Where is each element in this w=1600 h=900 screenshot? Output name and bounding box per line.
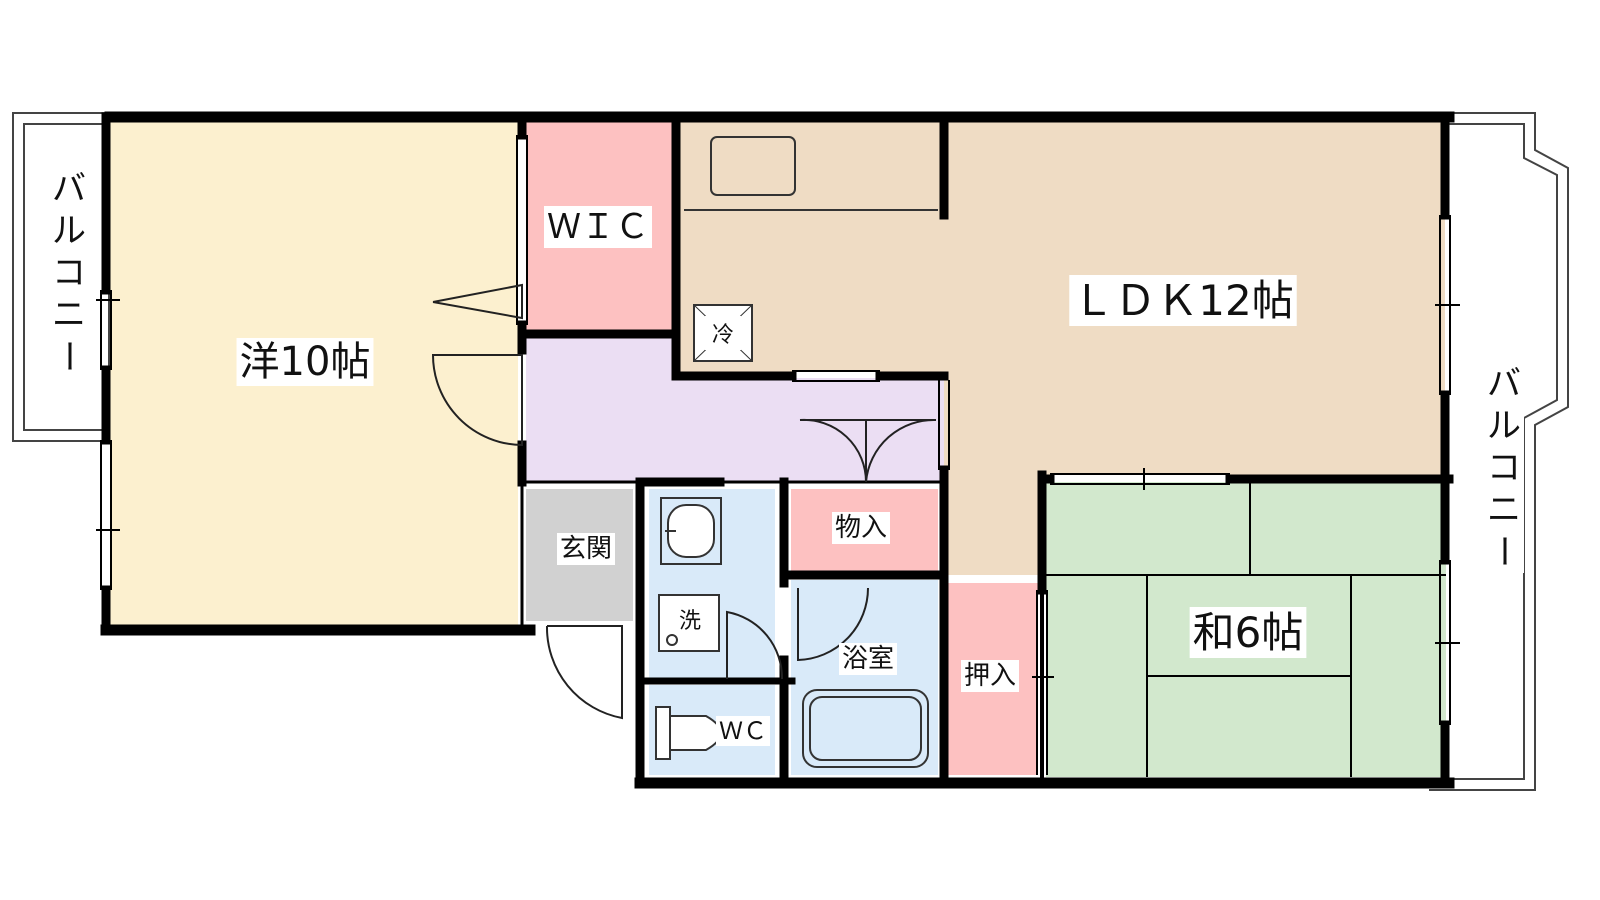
room-label-closet: 押入: [964, 661, 1016, 691]
label-background: [1069, 275, 1297, 326]
room-label-japanese: 和6帖: [1193, 608, 1304, 657]
door-swings: [431, 283, 937, 720]
walls: [100, 111, 1455, 789]
label-background: [960, 660, 1020, 692]
label-background: [236, 338, 374, 386]
label-background: [1484, 489, 1524, 531]
balcony-left-char: バ: [52, 169, 86, 209]
balcony-left-char: コ: [52, 253, 86, 293]
fridge-label: 冷: [712, 323, 734, 348]
label-background: [675, 608, 705, 635]
windows: [96, 135, 1460, 775]
room-label-entrance: 玄関: [560, 534, 612, 564]
washbasin-icon: [660, 497, 722, 565]
washing-machine-icon: [658, 594, 720, 652]
fridge-icon: [693, 304, 753, 362]
toilet-icon: [655, 706, 722, 760]
balcony-right-char: ー: [1483, 534, 1523, 568]
label-background: [544, 206, 652, 248]
tatami-lines: [1046, 482, 1446, 777]
room-hall: [526, 338, 944, 482]
balcony-left-char: ニ: [52, 295, 86, 335]
label-background: [716, 716, 770, 746]
room-ldk: [672, 121, 1445, 575]
label-background: [1484, 447, 1524, 489]
label-background: [49, 252, 89, 294]
balcony-right-label: バ ル コ ニ ー: [1483, 363, 1524, 573]
label-background: [1484, 531, 1524, 573]
bathtub-icon: [802, 689, 929, 768]
label-background: [49, 168, 89, 210]
label-background: [1189, 607, 1307, 658]
room-label-storage: 物入: [835, 513, 887, 543]
balcony-right-char: コ: [1487, 448, 1521, 488]
balcony-right-char: バ: [1487, 364, 1521, 404]
room-label-western: 洋10帖: [240, 339, 371, 385]
label-background: [49, 210, 89, 252]
room-label-bath: 浴室: [842, 644, 894, 674]
kitchen-counter: [684, 136, 938, 211]
label-background: [1484, 363, 1524, 405]
room-label-toilet: ＷＣ: [719, 717, 767, 745]
washer-label: 洗: [679, 609, 701, 634]
balcony-left-label: バ ル コ ニ ー: [48, 168, 89, 378]
label-background: [838, 643, 898, 675]
label-background: [556, 533, 616, 565]
room-label-ldk: ＬＤＫ12帖: [1072, 276, 1293, 325]
balcony-right-char: ニ: [1487, 490, 1521, 530]
room-label-wic: ＷＩＣ: [547, 207, 649, 247]
label-background: [49, 336, 89, 378]
label-background: [49, 294, 89, 336]
balcony-right: [1429, 112, 1569, 791]
balcony-left-char: ー: [48, 339, 88, 373]
label-background: [831, 512, 891, 544]
balcony-left-char: ル: [52, 211, 86, 251]
label-background: [1484, 405, 1524, 447]
balcony-right-char: ル: [1487, 406, 1521, 446]
